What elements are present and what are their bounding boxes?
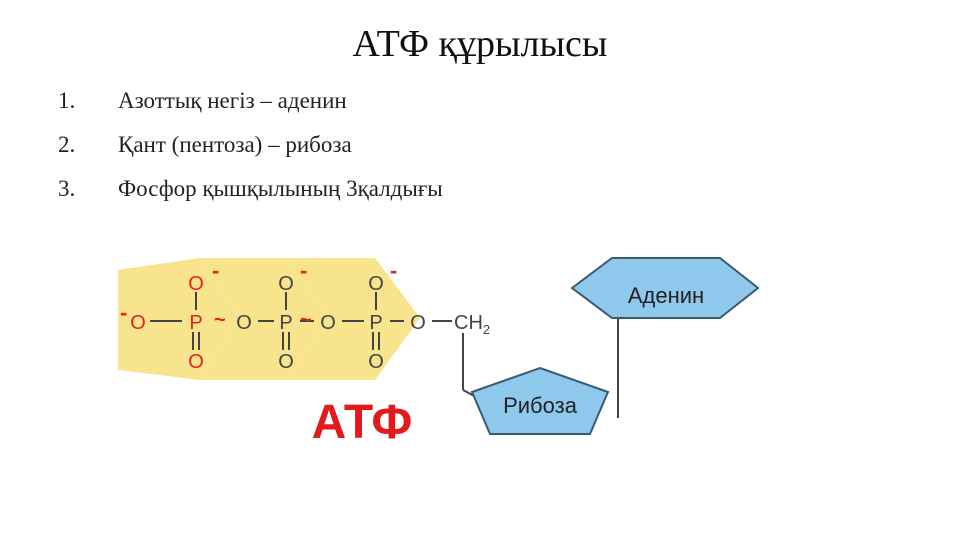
oxygen-atom: O xyxy=(130,312,146,334)
oxygen-atom: O xyxy=(188,351,204,373)
negative-charge: - xyxy=(300,258,307,283)
high-energy-bond: ~ xyxy=(300,309,312,331)
oxygen-atom: O xyxy=(236,312,252,334)
negative-charge: - xyxy=(212,258,219,283)
ch2-subscript: 2 xyxy=(483,322,490,337)
oxygen-atom: O xyxy=(320,312,336,334)
phosphorus-atom: P xyxy=(279,312,292,334)
adenine-label: Аденин xyxy=(628,283,704,308)
negative-charge: - xyxy=(120,300,127,325)
negative-charge: - xyxy=(390,258,397,283)
phosphorus-atom: P xyxy=(369,312,382,334)
oxygen-atom: O xyxy=(278,351,294,373)
high-energy-bond: ~ xyxy=(214,309,226,331)
list-text: Азоттық негіз – аденин xyxy=(118,88,347,113)
ribose-label: Рибоза xyxy=(503,393,578,418)
list-number: 1. xyxy=(58,88,76,113)
list-text: Фосфор қышқылының 3қалдығы xyxy=(118,176,443,201)
phosphorus-atom: P xyxy=(189,312,202,334)
phosphate-bg-2 xyxy=(200,258,330,380)
oxygen-atom: O xyxy=(368,351,384,373)
list-number: 2. xyxy=(58,132,76,157)
bond-lines xyxy=(150,292,619,418)
phosphate-bg-1 xyxy=(118,258,240,380)
list-text: Қант (пентоза) – рибоза xyxy=(118,132,352,157)
oxygen-atom: O xyxy=(368,273,384,295)
oxygen-atom: O xyxy=(188,273,204,295)
phosphate-bg-3 xyxy=(285,258,420,380)
phosphate-background xyxy=(118,258,420,380)
slide-title: АТФ құрылысы xyxy=(352,23,608,65)
list-number: 3. xyxy=(58,176,76,201)
adenine-hexagon xyxy=(570,257,760,319)
oxygen-atom: O xyxy=(410,312,426,334)
ch2-label: CH xyxy=(454,312,483,334)
oxygen-atom: O xyxy=(278,273,294,295)
ch2-group: CH2 xyxy=(454,312,490,337)
ribose-pentagon xyxy=(470,366,610,435)
atp-label: АТФ xyxy=(312,396,413,449)
